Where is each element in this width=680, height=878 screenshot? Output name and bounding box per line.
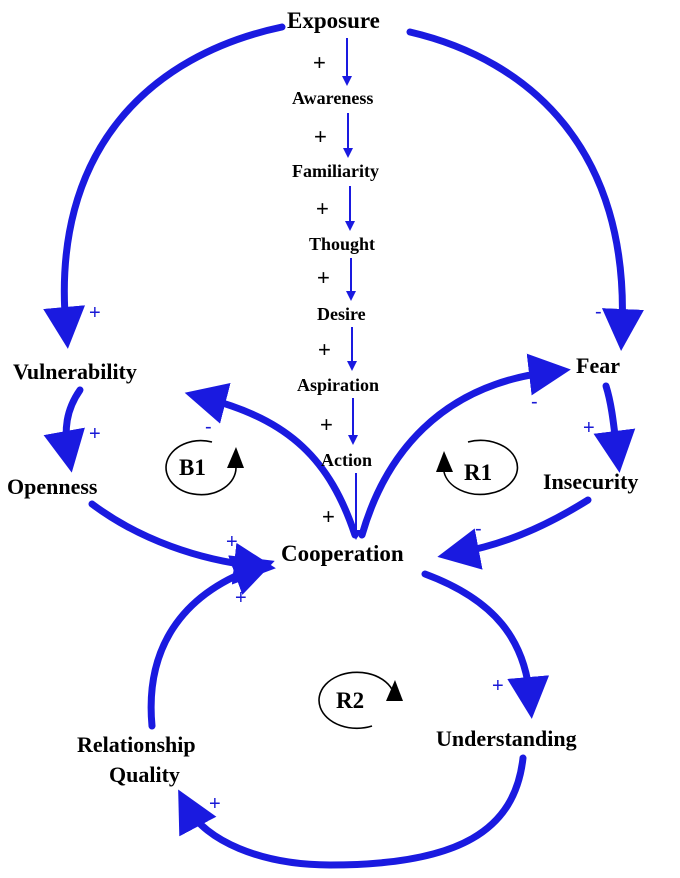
- polarity-cooperation-understanding: +: [492, 675, 504, 697]
- polarity-desire-aspiration: +: [318, 337, 331, 362]
- polarity-exposure-vulnerability: +: [89, 302, 101, 324]
- loop-b1-label: B1: [179, 455, 206, 480]
- polarity-cooperation-fear: -: [531, 391, 538, 413]
- polarity-exposure-awareness: +: [313, 50, 326, 75]
- link-exposure-vulnerability: [43, 23, 286, 349]
- loop-r2-label: R2: [336, 688, 364, 713]
- link-cooperation-understanding: [421, 570, 550, 719]
- polarity-relationship-cooperation: +: [235, 587, 247, 609]
- link-relationship-cooperation: [147, 555, 275, 730]
- loop-r2-indicator: R2: [318, 671, 403, 730]
- link-insecurity-cooperation: [437, 496, 592, 570]
- polarity-fear-insecurity: +: [583, 417, 595, 439]
- node-understanding: Understanding: [436, 726, 577, 751]
- polarity-insecurity-cooperation: -: [475, 518, 482, 540]
- node-aspiration: Aspiration: [297, 375, 379, 395]
- link-vulnerability-openness: [43, 386, 85, 473]
- node-thought: Thought: [309, 234, 375, 254]
- node-desire: Desire: [317, 304, 366, 324]
- link-understanding-relationship: [178, 754, 527, 869]
- polarity-exposure-fear: -: [595, 301, 602, 323]
- polarity-thought-desire: +: [317, 265, 330, 290]
- polarity-understanding-relationship: +: [209, 793, 221, 815]
- link-cooperation-vulnerability: [184, 382, 359, 539]
- polarity-aspiration-action: +: [320, 412, 333, 437]
- node-exposure: Exposure: [287, 8, 380, 33]
- polarity-action-cooperation: +: [322, 504, 335, 529]
- node-insecurity: Insecurity: [543, 469, 638, 494]
- loop-r1-label: R1: [464, 460, 492, 485]
- loop-r1-indicator: R1: [436, 439, 519, 496]
- polarity-cooperation-vulnerability: -: [205, 416, 212, 438]
- node-relationship-quality-line1: Relationship: [77, 732, 196, 757]
- polarity-awareness-familiarity: +: [314, 124, 327, 149]
- node-relationship-quality-line2: Quality: [109, 762, 180, 787]
- polarity-familiarity-thought: +: [316, 196, 329, 221]
- node-cooperation: Cooperation: [281, 541, 404, 566]
- node-openness: Openness: [7, 474, 98, 499]
- link-fear-insecurity: [593, 382, 636, 473]
- node-awareness: Awareness: [292, 88, 373, 108]
- node-fear: Fear: [576, 353, 620, 378]
- node-action: Action: [321, 450, 372, 470]
- polarity-openness-cooperation: +: [226, 531, 238, 553]
- node-familiarity: Familiarity: [292, 161, 379, 181]
- link-exposure-fear: [406, 28, 644, 351]
- loop-b1-indicator: B1: [165, 439, 244, 496]
- polarity-vulnerability-openness: +: [89, 423, 101, 445]
- node-vulnerability: Vulnerability: [13, 359, 137, 384]
- link-cooperation-fear: [358, 353, 571, 539]
